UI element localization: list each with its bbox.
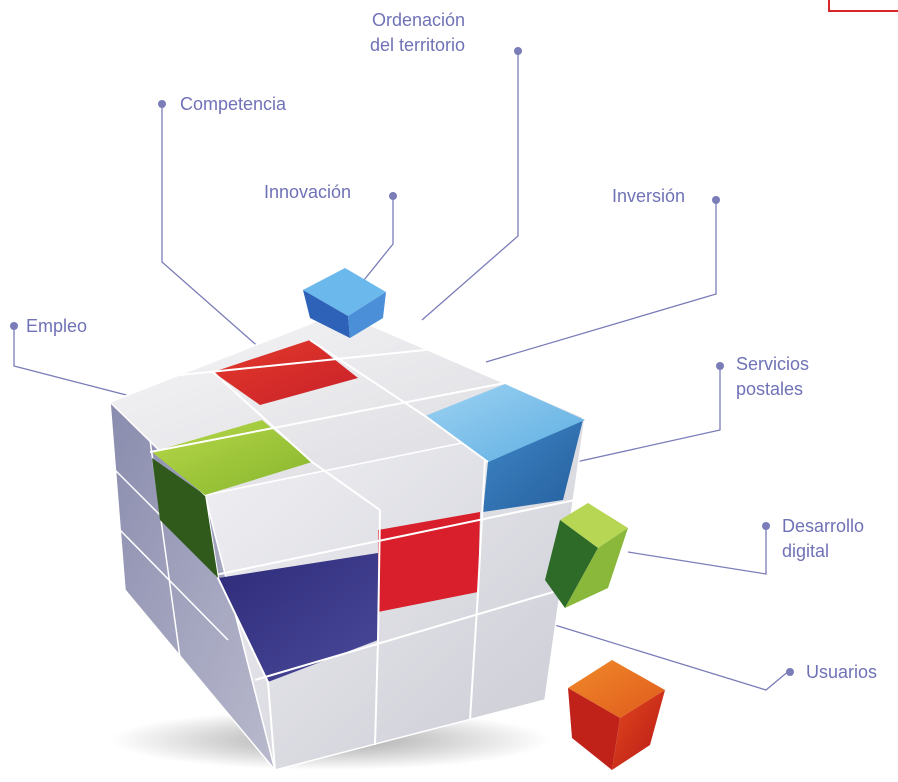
label-desarrollo-line2: digital: [782, 541, 830, 561]
cube-blue-front-block: [483, 420, 583, 512]
orange-small-cube: [568, 660, 665, 770]
blue-small-cube: [303, 268, 386, 338]
label-empleo: Empleo: [26, 314, 87, 339]
leader-line-inversion: [485, 200, 717, 363]
label-desarrollo-digital: Desarrollo digital: [782, 514, 864, 564]
cube-top-red-tile: [213, 340, 358, 405]
leader-line-ordenacion: [421, 50, 519, 321]
leader-line-usuarios: [531, 617, 791, 691]
label-servicios-postales: Servicios postales: [736, 352, 809, 402]
corner-accent-frame: [828, 0, 898, 12]
label-competencia-text: Competencia: [180, 94, 287, 114]
leader-line-competencia: [161, 104, 263, 351]
leader-line-servicios: [575, 366, 721, 463]
leader-line-innovacion: [363, 196, 394, 281]
label-ordenacion-line2: del territorio: [370, 35, 466, 55]
label-ordenacion-line1: Ordenación: [371, 10, 466, 30]
label-usuarios: Usuarios: [806, 660, 877, 685]
cube-top-blue-tile: [425, 384, 585, 462]
dot-usuarios: [786, 668, 794, 676]
label-servicios-line1: Servicios: [736, 354, 810, 374]
leader-line-empleo: [13, 326, 131, 397]
dot-ordenacion: [514, 47, 522, 55]
cube-green-side: [152, 458, 218, 578]
label-innovacion: Innovación: [264, 180, 351, 205]
label-servicios-line2: postales: [736, 379, 804, 399]
dot-desarrollo: [762, 522, 770, 530]
dot-innovacion: [389, 192, 397, 200]
cube-red-block: [378, 512, 480, 612]
label-empleo-text: Empleo: [26, 316, 88, 336]
leader-line-desarrollo: [627, 526, 767, 575]
cube-top-grid: [149, 339, 511, 511]
leader-lines: [13, 50, 791, 691]
label-usuarios-text: Usuarios: [806, 662, 878, 682]
dot-inversion: [712, 196, 720, 204]
label-innovacion-text: Innovación: [264, 182, 352, 202]
cube-navy-block: [218, 553, 378, 682]
label-desarrollo-line1: Desarrollo: [782, 516, 865, 536]
dot-servicios: [716, 362, 724, 370]
label-competencia: Competencia: [180, 92, 286, 117]
label-inversion-text: Inversión: [612, 186, 686, 206]
dot-competencia: [158, 100, 166, 108]
cube-top-green-tile: [152, 420, 312, 495]
label-inversion: Inversión: [612, 184, 685, 209]
green-small-cube: [545, 503, 628, 608]
leader-dots: [10, 47, 794, 676]
dot-empleo: [10, 322, 18, 330]
label-ordenacion: Ordenación del territorio: [370, 8, 465, 58]
